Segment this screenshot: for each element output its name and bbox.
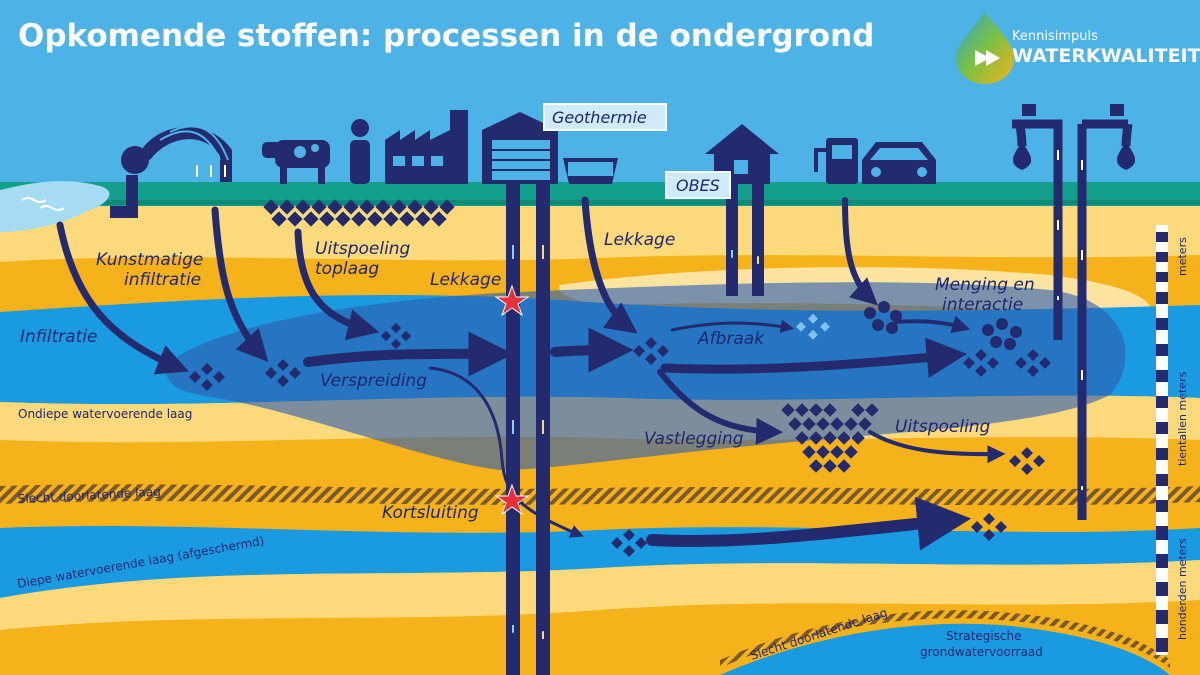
house-icon [705,124,779,184]
arrow-lekkage-right [581,196,638,334]
logo-line1: Kennisimpuls [1012,29,1098,44]
label-obes-box: OBES [665,171,731,199]
car-icon [862,142,936,184]
cluster-fuel [864,301,902,334]
infiltration-pipe-icon [110,125,232,218]
label-afbraak: Afbraak [697,329,765,349]
label-vastlegging: Vastlegging [644,429,744,449]
flow-arrows [56,196,1006,551]
contamination-plume [166,282,1126,470]
label-geothermie: Geothermie [552,108,647,127]
person-icon [350,119,370,184]
cow-icon [262,140,330,184]
logo: Kennisimpuls WATERKWALITEIT [956,12,1200,84]
scale-honderden: honderden meters [1176,538,1189,640]
arrow-to-afbraak [550,327,634,373]
scale-tientallen: tientallen meters [1176,371,1189,466]
leak-star-kortsluiting [494,483,530,516]
label-uitspoeling-top-2: toplaag [315,259,379,279]
obes-wells [726,184,764,296]
depth-scale: meters tientallen meters honderden meter… [1156,225,1189,655]
cluster-menging [963,318,1051,377]
arrow-to-menging [893,315,971,334]
label-uitspoeling-top-1: Uitspoeling [315,239,411,259]
tap-icon-left [1012,104,1058,340]
arrow-uitspoeling-top [294,228,380,341]
waterway-icon [0,181,110,232]
label-lekkage-right: Lekkage [604,230,675,250]
pollutant-clusters [189,301,1051,557]
sand-band-2 [0,560,1200,630]
arrow-menging [660,337,968,378]
arrow-infiltratie [56,221,189,375]
arrow-afbraak [670,319,794,334]
label-verspreiding: Verspreiding [320,371,427,391]
fuel-pump-icon [814,138,858,184]
label-kortsluiting: Kortsluiting [382,503,479,523]
factory-icon [385,110,468,184]
layer-ondiep: Ondiepe watervoerende laag [18,407,192,421]
label-kunstmatige-2: infiltratie [124,270,201,290]
strategic-groundwater [720,623,1170,675]
arrow-vastlegging [657,369,784,445]
scale-meters: meters [1176,237,1189,276]
arrow-uitspoeling [868,430,1006,464]
label-infiltratie: Infiltratie [20,327,97,347]
tap-icon-right [1082,104,1136,520]
semi-permeable-layer-top [0,484,1200,506]
layer-strategisch-2: grondwatervoorraad [920,645,1043,659]
label-kunstmatige-1: Kunstmatige [96,250,203,270]
label-menging-1: Menging en [935,275,1035,295]
logo-line2: WATERKWALITEIT [1012,45,1200,67]
arrow-verspreiding [303,331,514,377]
label-lekkage-left: Lekkage [430,270,501,290]
leak-star-lekkage [494,284,530,317]
arrow-kortsluiting [428,366,584,538]
arrow-deep [646,496,972,551]
label-uitspoeling: Uitspoeling [895,417,991,437]
layer-strategisch-1: Strategische [946,629,1022,643]
arrow-fuel [842,197,878,306]
arrow-kunstmatig [211,206,269,362]
label-menging-2: interactie [942,295,1023,315]
cluster-afbraak [796,313,830,340]
label-obes: OBES [676,176,720,195]
geothermal-building-icon [482,112,558,184]
label-geothermie-box: Geothermie [543,103,667,131]
semi-permeable-layer-bottom [720,610,1170,668]
deep-aquifer [0,526,1200,598]
logo-drop-icon [956,12,1014,84]
basin-icon [563,158,618,184]
page-title: Opkomende stoffen: processen in de onder… [18,18,874,54]
